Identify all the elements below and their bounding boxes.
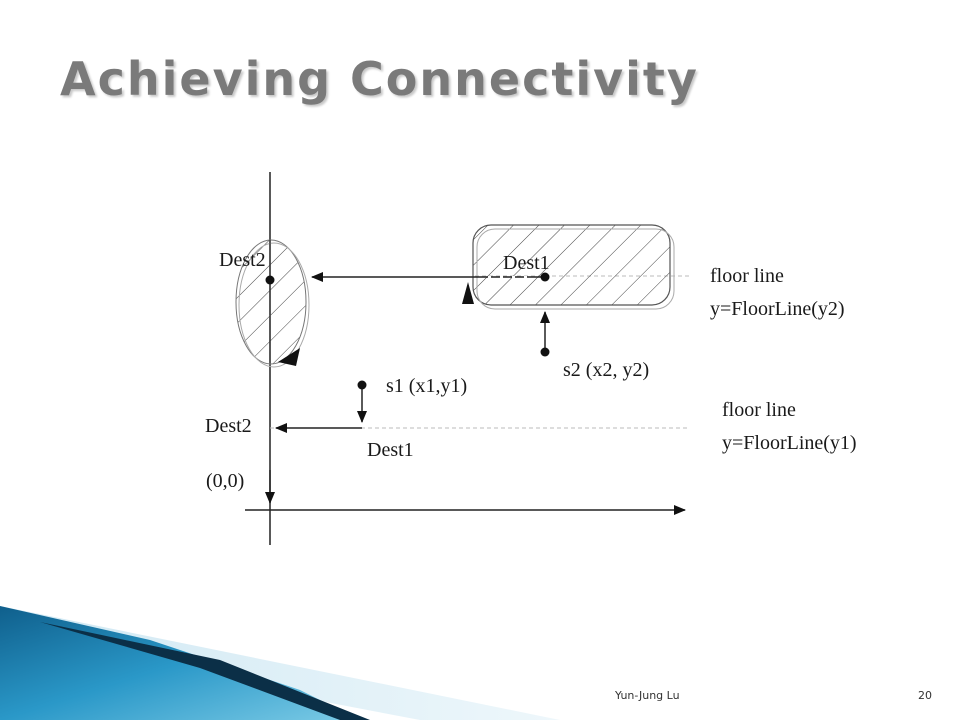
dest2-point xyxy=(265,275,275,285)
corner-dark-stripe xyxy=(40,622,370,720)
dest1-region-shadow xyxy=(476,228,675,310)
s2-point xyxy=(540,347,550,357)
page-number: 20 xyxy=(918,689,932,702)
dest1-region xyxy=(472,224,671,306)
dest2-bottom-label: Dest2 xyxy=(205,415,252,437)
s1-point xyxy=(357,380,367,390)
dest1-point xyxy=(540,272,550,282)
dest1-top-label: Dest1 xyxy=(503,252,550,274)
s1-label: s1 (x1,y1) xyxy=(386,375,467,397)
ellipse-curve-arrowhead xyxy=(278,348,300,366)
slide-title: Achieving Connectivity xyxy=(60,52,699,106)
s2-label: s2 (x2, y2) xyxy=(563,359,649,381)
dest2-region xyxy=(235,239,307,365)
floor-line-bottom-label: floor line xyxy=(722,399,796,421)
corner-pale-band xyxy=(0,606,560,720)
floor-line-top-formula: y=FloorLine(y2) xyxy=(710,298,845,320)
floor-line-bottom-formula: y=FloorLine(y1) xyxy=(722,432,857,454)
floor-line-top-label: floor line xyxy=(710,265,784,287)
upper-corner-arrowhead xyxy=(462,282,474,304)
dest2-top-label: Dest2 xyxy=(219,249,266,271)
origin-label: (0,0) xyxy=(206,470,244,492)
dest2-region-shadow xyxy=(238,242,310,368)
dest1-bottom-label: Dest1 xyxy=(367,439,414,461)
footer-author: Yun-Jung Lu xyxy=(615,689,680,702)
